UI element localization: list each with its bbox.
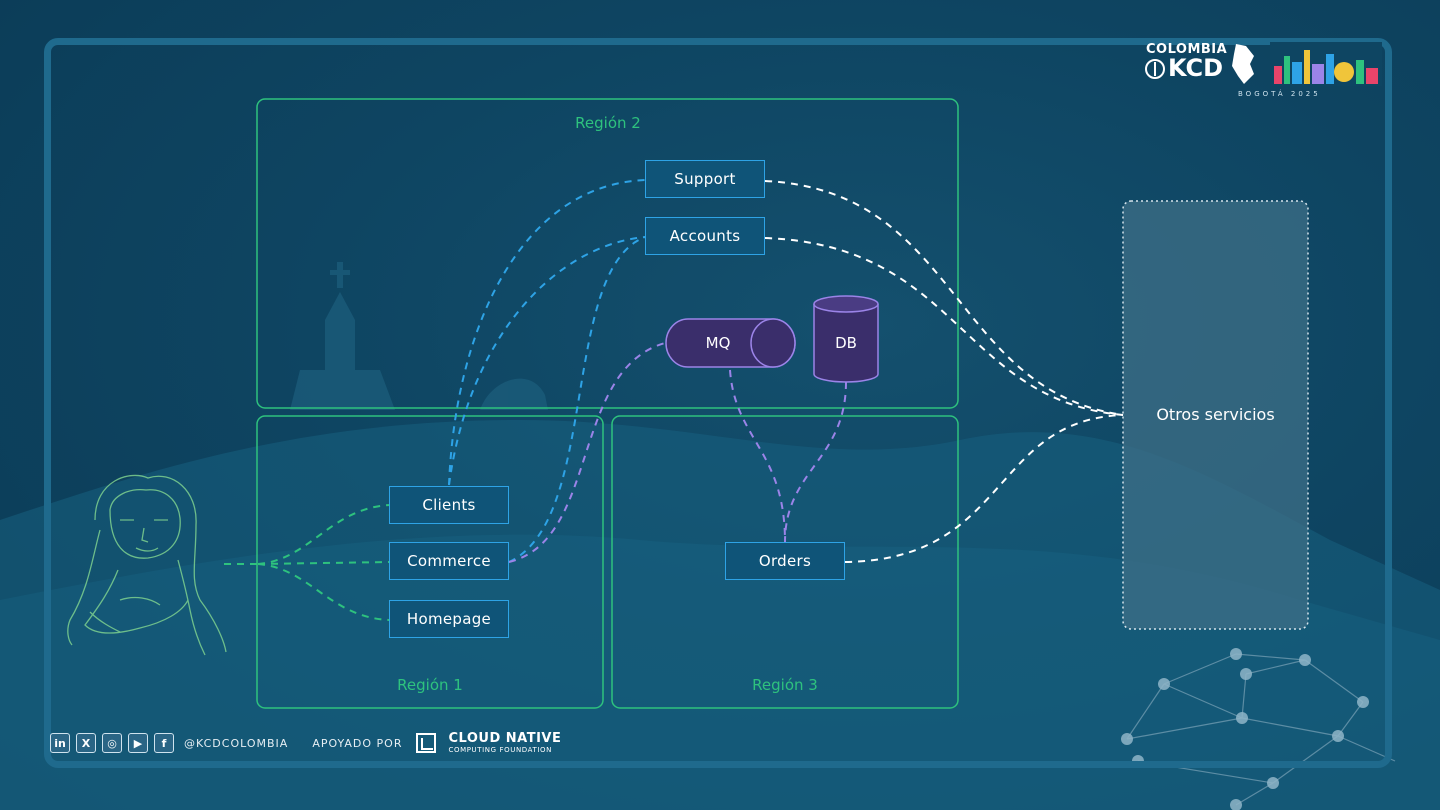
commerce-service[interactable]: Commerce bbox=[389, 542, 509, 580]
region-3-box bbox=[611, 415, 959, 709]
linkedin-icon[interactable]: in bbox=[50, 733, 70, 753]
region-1-box bbox=[256, 415, 604, 709]
slide-frame bbox=[44, 38, 1392, 768]
network-globe bbox=[1126, 653, 1396, 806]
background-hill bbox=[0, 420, 1440, 810]
logo-hands-icon bbox=[1145, 59, 1165, 79]
links-purple bbox=[508, 342, 847, 563]
monalisa-illustration bbox=[67, 474, 227, 656]
mq-label: MQ bbox=[705, 334, 731, 352]
db-label: DB bbox=[835, 334, 857, 352]
mq-shape bbox=[665, 318, 796, 368]
links-white bbox=[764, 180, 1124, 563]
church-silhouette bbox=[290, 262, 548, 410]
support-service[interactable]: Support bbox=[645, 160, 765, 198]
clients-service[interactable]: Clients bbox=[389, 486, 509, 524]
logo-city: BOGOTÁ 2025 bbox=[1238, 90, 1321, 98]
instagram-icon[interactable]: ◎ bbox=[102, 733, 122, 753]
footer: in X ◎ ▶ f @KCDCOLOMBIA APOYADO POR CLOU… bbox=[50, 731, 561, 755]
facebook-icon[interactable]: f bbox=[154, 733, 174, 753]
accounts-service[interactable]: Accounts bbox=[645, 217, 765, 255]
cncf-line2: COMPUTING FOUNDATION bbox=[448, 746, 552, 754]
orders-service[interactable]: Orders bbox=[725, 542, 845, 580]
links-user-to-frontend bbox=[224, 504, 391, 621]
bogota-skyline-icon bbox=[1270, 42, 1382, 86]
logo-country: COLOMBIA bbox=[1146, 42, 1228, 57]
logo-event: KCD bbox=[1168, 54, 1224, 82]
db-shape bbox=[813, 295, 879, 383]
supported-by-label: APOYADO POR bbox=[312, 736, 403, 750]
kcd-colombia-logo: COLOMBIA KCD BOGOTÁ 2025 bbox=[1144, 42, 1384, 102]
region-2-label: Región 2 bbox=[575, 114, 641, 132]
region-2-box bbox=[256, 98, 959, 409]
region-1-label: Región 1 bbox=[397, 676, 463, 694]
background-hill-front bbox=[0, 534, 1440, 810]
colombia-map-icon bbox=[1232, 44, 1254, 84]
cncf-line1: CLOUD NATIVE bbox=[448, 731, 562, 746]
x-icon[interactable]: X bbox=[76, 733, 96, 753]
cncf-logo-icon bbox=[416, 733, 437, 753]
otros-servicios-label: Otros servicios bbox=[1156, 405, 1275, 424]
region-3-label: Región 3 bbox=[752, 676, 818, 694]
youtube-icon[interactable]: ▶ bbox=[128, 733, 148, 753]
cncf-logo-text: CLOUD NATIVE COMPUTING FOUNDATION bbox=[448, 732, 561, 754]
otros-servicios-box bbox=[1122, 200, 1309, 630]
social-handle: @KCDCOLOMBIA bbox=[184, 736, 289, 750]
homepage-service[interactable]: Homepage bbox=[389, 600, 509, 638]
links-blue bbox=[448, 179, 646, 563]
